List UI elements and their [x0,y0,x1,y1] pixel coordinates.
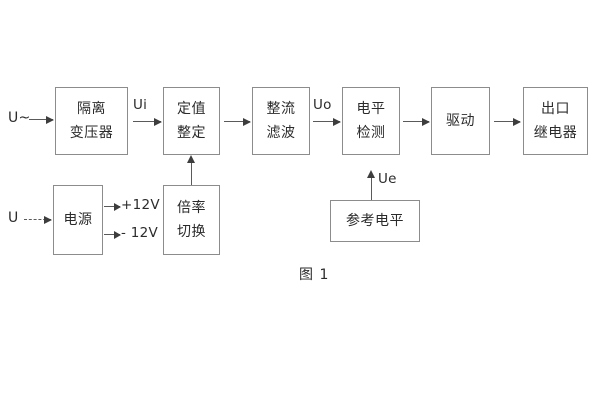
uo-signal-label: Uo [313,97,332,113]
arrow-power-supply-positive-rail [104,203,121,212]
block-rectify-filter-line-1: 整流 [266,100,296,117]
block-setting-value-line-1: 定值 [177,100,206,117]
block-isolation-transformer-line-1: 隔离 [77,100,106,117]
arrow-rectify-filter-to-level-detection [313,117,341,126]
block-isolation-transformer: 隔离 变压器 [55,87,128,155]
arrow-dc-input-to-power-supply [24,215,52,224]
block-output-relay-line-1: 出口 [541,100,570,117]
block-rectify-filter: 整流 滤波 [252,87,310,155]
arrow-ac-input-to-isolation-transformer [29,115,54,124]
block-setting-value-line-2: 整定 [177,125,206,141]
block-isolation-transformer-line-2: 变压器 [69,125,114,141]
rail-positive-label: +12V [121,197,160,213]
block-reference-level-line-1: 参考电平 [346,212,404,229]
figure-caption: 图 1 [299,267,330,283]
ue-signal-label: Ue [378,171,397,187]
arrow-level-detection-to-drive [403,117,430,126]
block-output-relay: 出口 继电器 [523,87,588,155]
arrow-power-supply-negative-rail [104,231,121,240]
block-power-supply: 电源 [53,185,103,255]
block-drive-line-1: 驱动 [446,112,475,129]
block-drive: 驱动 [431,87,490,155]
ac-input-label: U~ [8,110,31,126]
rail-negative-label: - 12V [121,225,159,241]
block-level-detection: 电平 检测 [342,87,400,155]
arrow-reference-level-to-level-detection [367,170,376,200]
block-level-detection-line-2: 检测 [356,125,386,141]
block-output-relay-line-2: 继电器 [533,125,578,141]
ui-signal-label: Ui [133,97,148,113]
arrow-multiplier-switch-to-setting-value [187,155,196,185]
block-multiplier-switch: 倍率 切换 [163,185,220,255]
block-power-supply-line-1: 电源 [63,211,93,228]
block-multiplier-switch-line-1: 倍率 [177,199,206,216]
block-reference-level: 参考电平 [330,200,420,242]
block-rectify-filter-line-2: 滤波 [266,125,296,141]
block-level-detection-line-1: 电平 [356,100,386,117]
arrow-setting-value-to-rectify-filter [224,117,251,126]
block-multiplier-switch-line-2: 切换 [177,224,206,240]
dc-input-label: U [8,210,19,226]
block-setting-value: 定值 整定 [163,87,220,155]
arrow-drive-to-output-relay [494,117,521,126]
arrow-isolation-transformer-to-setting-value [133,117,162,126]
